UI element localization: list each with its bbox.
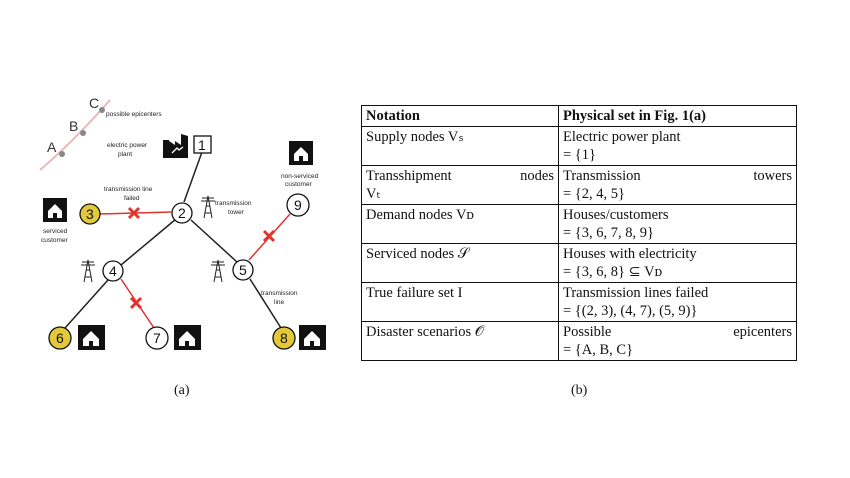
node-4-label: 4: [109, 263, 117, 279]
epicenter-b-label: B: [69, 118, 78, 134]
line-label-2: line: [274, 299, 285, 306]
figure-a-caption: (a): [174, 383, 190, 398]
node-6-label: 6: [56, 330, 64, 346]
failure-mark-2-3: [127, 206, 141, 220]
header-physical-set: Physical set in Fig. 1(a): [558, 105, 797, 127]
node-9-label: 9: [294, 197, 302, 213]
epicenter-c-dot: [99, 107, 105, 113]
node-1-label: 1: [198, 137, 206, 153]
node-2-label: 2: [178, 205, 186, 221]
set-line-1: Electric power plant: [563, 129, 681, 145]
table-row: Serviced nodes 𝒮 Houses with electricity…: [361, 243, 797, 283]
set-line-2: = {(2, 3), (4, 7), (5, 9)}: [563, 303, 698, 319]
set-line-1a: Transmission: [563, 168, 641, 184]
figure-b-caption: (b): [571, 383, 588, 398]
epicenter-a-dot: [59, 151, 65, 157]
epicenter-c-label: C: [89, 95, 99, 111]
node-3: [79, 203, 101, 225]
table-header-row: Notation Physical set in Fig. 1(a): [361, 105, 797, 127]
network-diagram: A B C possible epicenters electric power…: [39, 95, 326, 350]
notation-line-1: Transshipment nodes: [366, 168, 554, 184]
set-cell: Electric power plant = {1}: [558, 126, 797, 166]
epicenter-a-label: A: [47, 139, 57, 155]
set-line-2: = {3, 6, 8} ⊆ Vᴅ: [563, 264, 663, 280]
set-line-1: Transmission lines failed: [563, 285, 709, 301]
notation-cell: True failure set I: [361, 282, 559, 322]
serviced-label-2: customer: [41, 237, 69, 244]
set-cell: Transmission lines failed = {(2, 3), (4,…: [558, 282, 797, 322]
notation-cell: Serviced nodes 𝒮: [361, 243, 559, 283]
set-line-1a: Possible: [563, 324, 612, 340]
nonserviced-label-2: customer: [285, 181, 313, 188]
edge-2-4: [120, 218, 177, 266]
node-1: [193, 135, 212, 154]
table-row: Supply nodes Vₛ Electric power plant = {…: [361, 126, 797, 166]
failed-label-1: transmission line: [104, 186, 153, 193]
set-cell: Houses with electricity = {3, 6, 8} ⊆ Vᴅ: [558, 243, 797, 283]
node-6: [48, 326, 72, 350]
set-line-2: = {A, B, C}: [563, 342, 634, 358]
table-row: Transshipment nodes Vₜ Transmission towe…: [361, 165, 797, 205]
set-line-1b: towers: [753, 168, 792, 184]
node-4: [102, 260, 124, 282]
serviced-label-1: serviced: [43, 228, 68, 235]
set-line-2: = {3, 6, 7, 8, 9}: [563, 225, 654, 241]
set-cell: Possible epicenters = {A, B, C}: [558, 321, 797, 361]
tower-label-2: tower: [228, 209, 245, 216]
power-plant-label-2: plant: [118, 151, 132, 158]
set-cell: Transmission towers = {2, 4, 5}: [558, 165, 797, 205]
set-line-2: = {1}: [563, 147, 596, 163]
house-icon-serviced-3: [43, 198, 67, 222]
tower-icon-2: [201, 195, 215, 219]
house-icon-nonserviced: [289, 141, 313, 165]
set-line-1b: epicenters: [733, 324, 792, 340]
tower-icon-5: [211, 259, 225, 283]
notation-cell: Transshipment nodes Vₜ: [361, 165, 559, 205]
table-row: Demand nodes Vᴅ Houses/customers = {3, 6…: [361, 204, 797, 244]
table-row: True failure set I Transmission lines fa…: [361, 282, 797, 322]
house-icon-8: [299, 325, 326, 350]
epicenter-caption: possible epicenters: [106, 111, 162, 118]
node-8: [272, 326, 296, 350]
failure-mark-5-9: [262, 229, 276, 243]
set-line-1: Houses with electricity: [563, 246, 697, 262]
set-line-1: Houses/customers: [563, 207, 669, 223]
node-9: [286, 193, 310, 217]
edge-5-8: [249, 278, 282, 329]
nonserviced-label-1: non-serviced: [281, 173, 319, 180]
power-plant-icon: [163, 134, 188, 158]
node-8-label: 8: [280, 330, 288, 346]
notation-cell: Supply nodes Vₛ: [361, 126, 559, 166]
tower-label-1: transmission: [215, 200, 252, 207]
node-7: [145, 326, 169, 350]
header-notation: Notation: [361, 105, 559, 127]
epicenter-b-dot: [80, 130, 86, 136]
node-2: [171, 202, 193, 224]
edge-1-2: [183, 151, 203, 203]
table-row: Disaster scenarios 𝒪 Possible epicenters…: [361, 321, 797, 361]
edge-4-6: [64, 279, 109, 329]
set-line-2: = {2, 4, 5}: [563, 186, 625, 202]
failed-label-2: failed: [124, 195, 140, 202]
set-line-1: Possible epicenters: [563, 323, 792, 341]
edge-2-5: [190, 219, 238, 263]
node-5: [232, 259, 254, 281]
node-5-label: 5: [239, 262, 247, 278]
notation-line-2: Vₜ: [366, 186, 381, 202]
node-3-label: 3: [86, 206, 94, 222]
notation-cell: Disaster scenarios 𝒪: [361, 321, 559, 361]
line-label-1: transmission: [261, 290, 298, 297]
house-icon-7: [174, 325, 201, 350]
set-cell: Houses/customers = {3, 6, 7, 8, 9}: [558, 204, 797, 244]
notation-cell: Demand nodes Vᴅ: [361, 204, 559, 244]
notation-table: Notation Physical set in Fig. 1(a) Suppl…: [361, 105, 797, 361]
set-line-1: Transmission towers: [563, 167, 792, 185]
house-icon-6: [78, 325, 105, 350]
node-7-label: 7: [153, 330, 161, 346]
failure-mark-4-7: [129, 296, 143, 310]
tower-icon-4: [81, 259, 95, 283]
power-plant-label-1: electric power: [107, 142, 148, 149]
